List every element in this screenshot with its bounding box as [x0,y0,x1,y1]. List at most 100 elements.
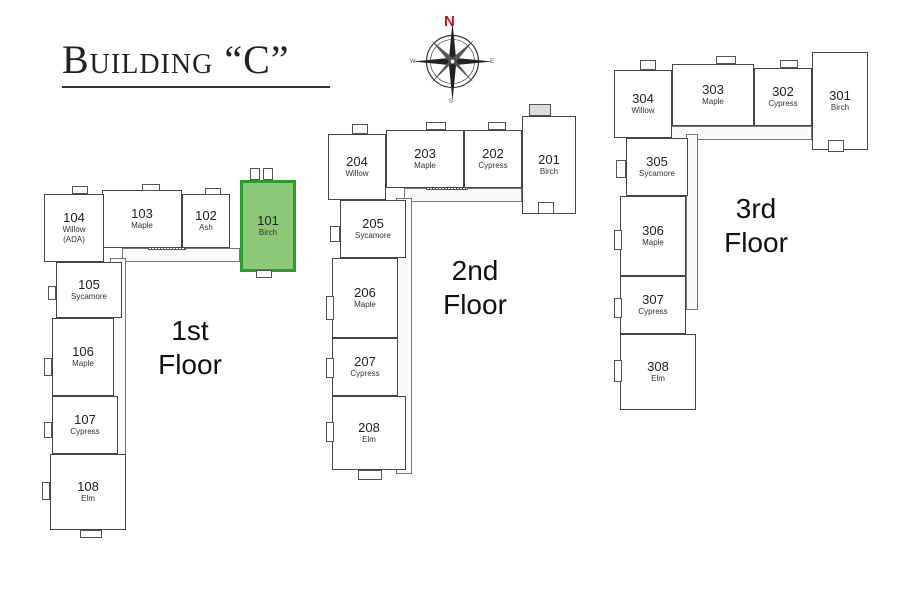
room-name: Cypress [768,99,798,108]
corridor [686,134,698,310]
floor-label-number: 3rd [735,193,777,224]
title-underline [62,86,330,88]
door-icon [488,122,506,130]
room-number: 203 [414,146,436,161]
room-307[interactable]: 307 Cypress [620,276,686,334]
room-number: 102 [195,208,217,223]
room-301[interactable]: 301 Birch [812,52,868,150]
room-name: Elm [81,494,95,503]
door-icon [529,104,551,116]
door-icon [326,358,334,378]
door-icon [614,230,622,250]
room-name: Elm [651,374,665,383]
room-name: Maple [414,161,436,170]
door-icon [44,422,52,438]
room-308[interactable]: 308 Elm [620,334,696,410]
floor-label-number: 1st [171,315,209,346]
room-208[interactable]: 208 Elm [332,396,406,470]
room-number: 108 [77,479,99,494]
room-number: 305 [646,154,668,169]
door-icon [80,530,102,538]
floor-label: 3rd Floor [716,192,796,260]
compass-north-label: N [444,13,455,30]
door-icon [828,140,844,152]
room-name: Cypress [638,307,668,316]
room-105[interactable]: 105 Sycamore [56,262,122,318]
floor-label: 1st Floor [150,314,230,382]
room-name: Sycamore [70,292,107,301]
room-101[interactable]: 101 Birch [240,180,296,272]
room-203[interactable]: 203 Maple [386,130,464,188]
room-302[interactable]: 302 Cypress [754,68,812,126]
building-title: Building “C” [62,37,290,82]
room-103[interactable]: 103 Maple [102,190,182,248]
room-305[interactable]: 305 Sycamore [626,138,688,196]
room-107[interactable]: 107 Cypress [52,396,118,454]
corridor [404,188,522,202]
door-icon [42,482,50,500]
room-304[interactable]: 304 Willow [614,70,672,138]
door-icon [44,358,52,376]
room-206[interactable]: 206 Maple [332,258,398,338]
room-number: 204 [346,154,368,169]
room-205[interactable]: 205 Sycamore [340,200,406,258]
room-name: Cypress [70,427,100,436]
floor-label-word: Floor [724,227,788,258]
door-icon [352,124,368,134]
room-number: 207 [354,354,376,369]
room-207[interactable]: 207 Cypress [332,338,398,396]
door-icon [250,168,260,180]
compass-south-label: S [449,99,454,105]
door-icon [326,296,334,320]
room-name: Maple [642,238,664,247]
room-name: Birch [539,167,559,176]
room-number: 306 [642,223,664,238]
compass-rose-icon [413,22,492,101]
room-104[interactable]: 104 Willow (ADA) [44,194,104,262]
room-201[interactable]: 201 Birch [522,116,576,214]
room-name: Sycamore [638,169,675,178]
room-number: 206 [354,285,376,300]
room-name: Birch [830,103,850,112]
compass-east-label: E [490,59,495,65]
floor-label-word: Floor [443,289,507,320]
room-306[interactable]: 306 Maple [620,196,686,276]
room-name: Willow [631,106,655,115]
room-name: Willow [345,169,369,178]
corridor [122,248,240,262]
compass-west-label: W [410,59,416,65]
room-number: 201 [538,152,560,167]
room-202[interactable]: 202 Cypress [464,130,522,188]
door-icon [538,202,554,214]
room-number: 205 [362,216,384,231]
room-note: (ADA) [63,235,85,244]
floor-label: 2nd Floor [435,254,515,322]
room-name: Maple [131,221,153,230]
door-icon [263,168,273,180]
room-name: Ash [199,223,213,232]
floor-label-word: Floor [158,349,222,380]
door-icon [72,186,88,194]
room-number: 303 [702,82,724,97]
room-303[interactable]: 303 Maple [672,64,754,126]
room-name: Elm [362,435,376,444]
door-icon [614,298,622,318]
room-name: Birch [258,228,278,237]
door-icon [780,60,798,68]
door-icon [640,60,656,70]
door-icon [142,184,160,191]
room-name: Cypress [350,369,380,378]
room-108[interactable]: 108 Elm [50,454,126,530]
door-icon [205,188,221,195]
room-number: 307 [642,292,664,307]
door-icon [48,286,56,300]
room-106[interactable]: 106 Maple [52,318,114,396]
room-name: Cypress [478,161,508,170]
room-name: Maple [354,300,376,309]
room-102[interactable]: 102 Ash [182,194,230,248]
door-icon [330,226,340,242]
room-204[interactable]: 204 Willow [328,134,386,200]
room-number: 106 [72,344,94,359]
door-icon [716,56,736,64]
room-number: 101 [257,213,279,228]
